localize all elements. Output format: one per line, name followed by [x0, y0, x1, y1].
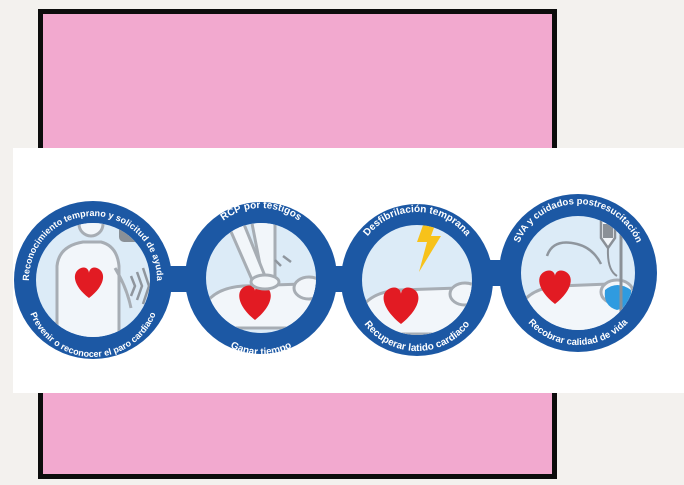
chain-of-survival: 112 Reconocimiento temprano y solicitud … — [13, 148, 684, 393]
step-1-early-recognition: 112 Reconocimiento temprano y solicitud … — [14, 201, 172, 359]
step-4-advanced-life-support: SVA y cuidados postresucitación Recobrar… — [499, 194, 657, 352]
step-3-early-defibrillation: Desfibrilación temprana Recuperar latido… — [341, 204, 493, 356]
step-2-bystander-cpr: RCP por testigos Ganar tiempo — [185, 200, 337, 358]
